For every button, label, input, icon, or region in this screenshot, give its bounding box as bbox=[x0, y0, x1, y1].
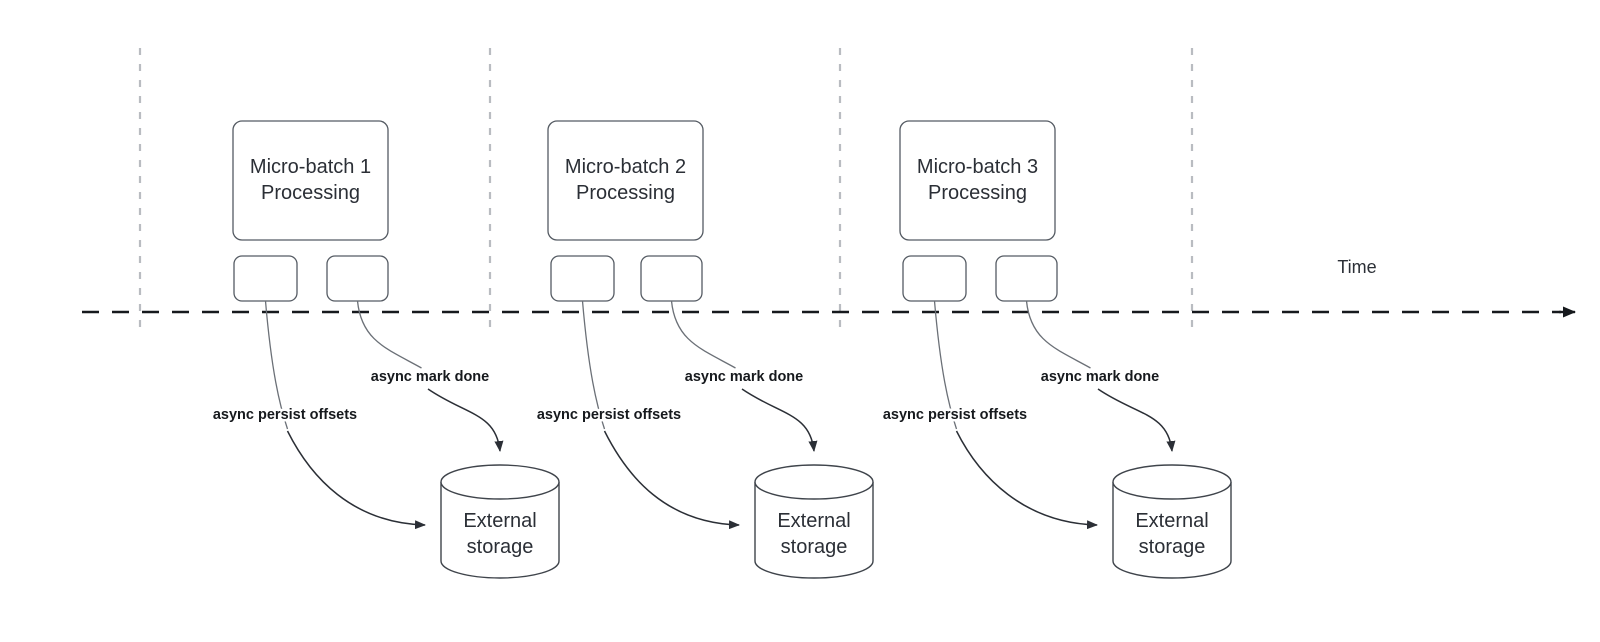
mark-done-label: async mark done bbox=[685, 369, 803, 385]
mark-done-label-halo: async mark done bbox=[685, 369, 803, 385]
external-storage-cylinder-body[interactable] bbox=[1112, 482, 1232, 579]
external-storage-label-line2: storage bbox=[467, 536, 534, 558]
micro-batch-subtitle: Processing bbox=[576, 182, 675, 204]
offset-task-box[interactable] bbox=[233, 255, 298, 302]
micro-batch-title: Micro-batch 1 bbox=[250, 156, 371, 178]
micro-batch-subtitle: Processing bbox=[928, 182, 1027, 204]
micro-batch-processing-box[interactable] bbox=[547, 120, 704, 241]
mark-done-edge-upper bbox=[356, 300, 422, 369]
persist-offsets-edge-upper bbox=[933, 300, 958, 430]
micro-batch-subtitle: Processing bbox=[261, 182, 360, 204]
mark-done-arrow bbox=[427, 388, 504, 452]
mark-done-edge-upper bbox=[670, 300, 736, 369]
micro-batch-processing-box[interactable] bbox=[232, 120, 389, 241]
persist-offsets-label: async persist offsets bbox=[883, 407, 1027, 423]
mark-done-task-box[interactable] bbox=[326, 255, 389, 302]
mark-done-arrow bbox=[741, 388, 818, 452]
micro-batch-title: Micro-batch 2 bbox=[565, 156, 686, 178]
mark-done-label-halo: async mark done bbox=[1041, 369, 1159, 385]
external-storage-label-line1: External bbox=[777, 510, 850, 532]
mark-done-task-box[interactable] bbox=[995, 255, 1058, 302]
persist-offsets-label: async persist offsets bbox=[213, 407, 357, 423]
persist-offsets-arrow bbox=[603, 430, 740, 530]
persist-offsets-label-halo: async persist offsets bbox=[537, 407, 681, 423]
external-storage-label-line2: storage bbox=[781, 536, 848, 558]
mark-done-label-halo: async mark done bbox=[371, 369, 489, 385]
persist-offsets-arrow bbox=[955, 430, 1098, 530]
external-storage-cylinder-top bbox=[754, 464, 874, 500]
offset-task-box[interactable] bbox=[902, 255, 967, 302]
persist-offsets-label-halo: async persist offsets bbox=[883, 407, 1027, 423]
mark-done-arrow bbox=[1097, 388, 1176, 452]
micro-batch-title: Micro-batch 3 bbox=[917, 156, 1038, 178]
external-storage-cylinder-top bbox=[440, 464, 560, 500]
external-storage-cylinder-body[interactable] bbox=[440, 482, 560, 579]
mark-done-label: async mark done bbox=[371, 369, 489, 385]
persist-offsets-edge-upper bbox=[264, 300, 289, 430]
time-axis-label: Time bbox=[1337, 257, 1376, 277]
external-storage-label-line1: External bbox=[463, 510, 536, 532]
persist-offsets-edge-upper bbox=[581, 300, 606, 430]
persist-offsets-label: async persist offsets bbox=[537, 407, 681, 423]
external-storage-cylinder-body[interactable] bbox=[754, 482, 874, 579]
external-storage-cylinder-top bbox=[1112, 464, 1232, 500]
mark-done-label: async mark done bbox=[1041, 369, 1159, 385]
mark-done-task-box[interactable] bbox=[640, 255, 703, 302]
external-storage-label-line2: storage bbox=[1139, 536, 1206, 558]
micro-batch-processing-box[interactable] bbox=[899, 120, 1056, 241]
persist-offsets-arrow bbox=[286, 430, 426, 530]
persist-offsets-label-halo: async persist offsets bbox=[213, 407, 357, 423]
external-storage-label-line1: External bbox=[1135, 510, 1208, 532]
mark-done-edge-upper bbox=[1025, 300, 1091, 369]
offset-task-box[interactable] bbox=[550, 255, 615, 302]
